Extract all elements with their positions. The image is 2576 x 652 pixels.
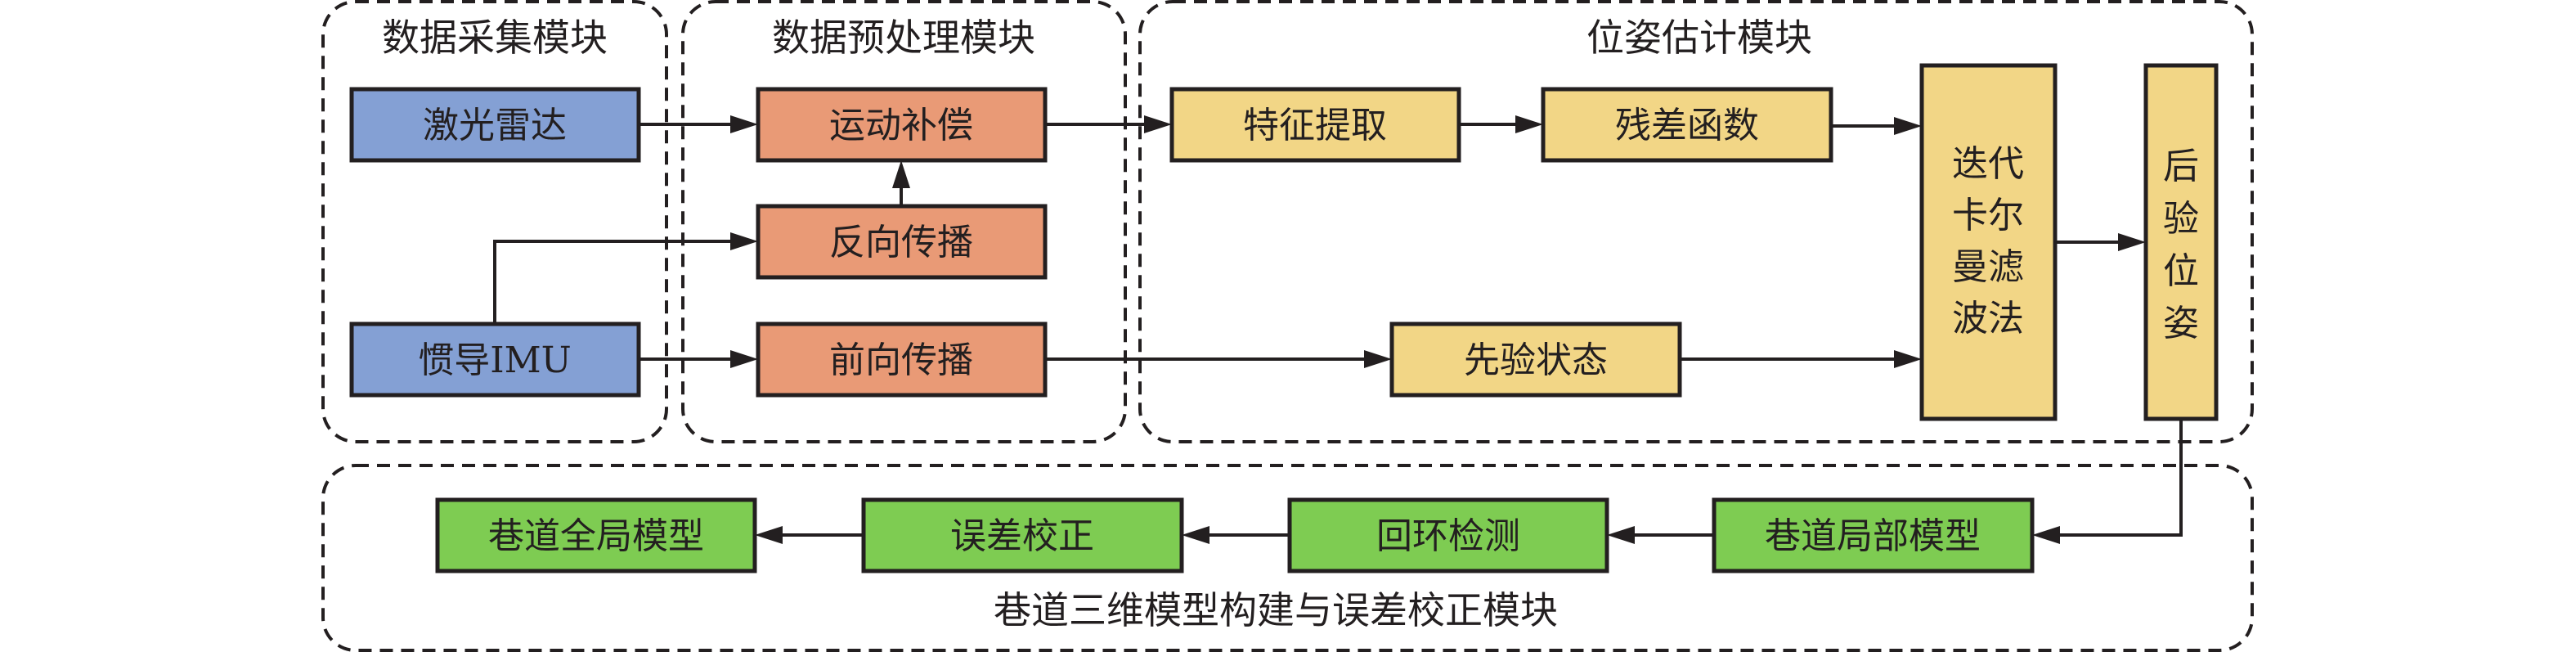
arrowhead-iekf-bottom-input [1894,350,1922,368]
node-forward-propagation-box [756,322,1048,398]
node-local-roadway-model-label: 巷道局部模型 [1765,515,1981,557]
node-iterated-kalman-filter-line-2: 卡尔 [1952,195,2024,236]
node-prior-state-label: 先验状态 [1464,339,1608,381]
node-posterior-pose-line-4: 姿 [2163,303,2199,344]
node-motion-compensation[interactable]: 运动补偿 [756,87,1048,163]
arrowhead-loop-detect-right [1607,526,1635,544]
node-feature-extraction-label: 特征提取 [1243,105,1387,146]
node-global-roadway-model-box [435,497,757,573]
node-forward-propagation-label: 前向传播 [829,339,973,381]
node-global-roadway-model[interactable]: 巷道全局模型 [435,497,757,573]
node-local-roadway-model-box [1712,497,2035,573]
arrowheads [730,115,2146,544]
arrowhead-fwd-prop-left [730,350,758,368]
arrowhead-global-model-right [755,526,783,544]
node-imu-label: 惯导IMU [418,339,572,381]
node-error-correction-label: 误差校正 [950,515,1094,557]
node-error-correction-box [861,497,1184,573]
node-iterated-kalman-filter-line-1: 迭代 [1952,143,2024,185]
node-loop-detection-box [1287,497,1609,573]
node-loop-detection-label: 回环检测 [1376,515,1520,557]
node-feature-extraction-box [1169,87,1461,163]
node-feature-extraction[interactable]: 特征提取 [1169,87,1461,163]
arrowhead-local-model-right [2032,526,2060,544]
node-motion-compensation-box [756,87,1048,163]
node-residual-function[interactable]: 残差函数 [1541,87,1833,163]
node-posterior-pose-line-2: 验 [2163,198,2199,240]
node-error-correction[interactable]: 误差校正 [861,497,1184,573]
module-label-model-construction: 巷道三维模型构建与误差校正模块 [994,588,1558,632]
node-imu[interactable]: 惯导IMU [349,322,641,398]
node-residual-function-box [1541,87,1833,163]
node-posterior-pose[interactable]: 后 验 位 姿 [2143,63,2219,421]
edges [493,123,2183,537]
module-frame-data-acquisition [321,0,668,443]
arrowhead-prior-left [1364,350,1392,368]
module-label-data-preprocessing: 数据预处理模块 [772,16,1035,60]
node-posterior-pose-line-1: 后 [2163,146,2199,187]
node-posterior-pose-box [2143,63,2219,421]
arrowhead-error-corr-right [1182,526,1209,544]
module-frame-data-preprocessing [681,0,1127,443]
edge-imu-to-back-prop [493,240,740,324]
node-forward-propagation[interactable]: 前向传播 [756,322,1048,398]
arrowhead-motion-comp-left [730,115,758,133]
node-residual-function-label: 残差函数 [1615,105,1759,146]
node-lidar-box [349,87,641,163]
node-local-roadway-model[interactable]: 巷道局部模型 [1712,497,2035,573]
node-backward-propagation-label: 反向传播 [829,222,973,263]
arrowhead-posterior-left [2118,233,2146,251]
node-iterated-kalman-filter-box [1919,63,2058,421]
arrowhead-back-prop-left [730,232,758,250]
node-prior-state-box [1389,322,1682,398]
node-imu-box [349,322,641,398]
arrowhead-iekf-top-input [1894,117,1922,135]
arrowhead-residual-left [1515,115,1543,133]
arrowhead-motion-comp-bottom [892,160,910,188]
node-motion-compensation-label: 运动补偿 [829,105,973,146]
module-frame-pose-estimation [1138,0,2254,443]
node-backward-propagation-box [756,204,1048,280]
node-backward-propagation[interactable]: 反向传播 [756,204,1048,280]
node-posterior-pose-line-3: 位 [2163,250,2199,292]
node-iterated-kalman-filter[interactable]: 迭代 卡尔 曼滤 波法 [1919,63,2058,421]
node-iterated-kalman-filter-line-4: 波法 [1952,298,2024,339]
node-lidar-label: 激光雷达 [423,105,567,146]
node-loop-detection[interactable]: 回环检测 [1287,497,1609,573]
arrowhead-feature-left [1144,115,1172,133]
module-label-pose-estimation: 位姿估计模块 [1586,16,1812,60]
node-iterated-kalman-filter-line-3: 曼滤 [1952,246,2024,288]
node-lidar[interactable]: 激光雷达 [349,87,641,163]
module-label-data-acquisition: 数据采集模块 [382,16,608,60]
node-global-roadway-model-label: 巷道全局模型 [488,515,704,557]
node-prior-state[interactable]: 先验状态 [1389,322,1682,398]
edge-posterior-to-local-model [2050,419,2183,537]
